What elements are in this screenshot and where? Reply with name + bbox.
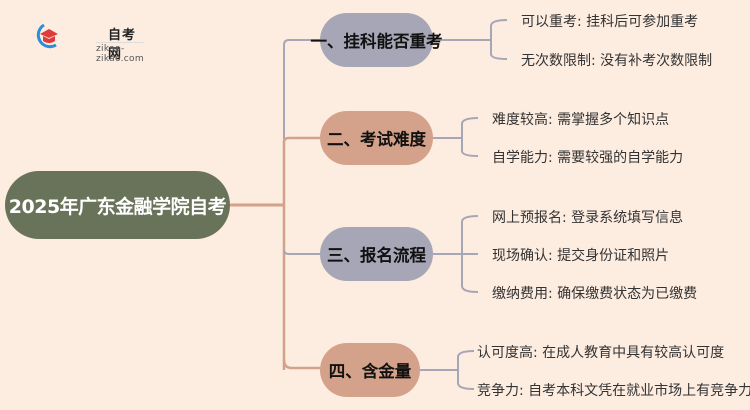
branch-node-registration[interactable]: 三、报名流程 <box>320 227 433 281</box>
leaf-node[interactable]: 难度较高: 需掌握多个知识点 <box>492 112 670 128</box>
trunk-to-branch-2 <box>282 136 320 370</box>
site-logo[interactable]: 自考网 zikao-zikao.com <box>30 20 144 64</box>
leaf-node[interactable]: 网上预报名: 登录系统填写信息 <box>492 210 684 226</box>
leaf-node[interactable]: 缴纳费用: 确保缴费状态为已缴费 <box>492 286 698 302</box>
leaf-node[interactable]: 自学能力: 需要较强的自学能力 <box>492 150 684 166</box>
leaf-node[interactable]: 无次数限制: 没有补考次数限制 <box>521 53 713 69</box>
trunk-to-branch-3 <box>283 249 320 255</box>
branch-node-value[interactable]: 四、含金量 <box>320 343 420 397</box>
logo-title: 自考网 <box>108 28 137 62</box>
leaf-node[interactable]: 认可度高: 在成人教育中具有较高认可度 <box>477 345 725 361</box>
leaf-node[interactable]: 竞争力: 自考本科文凭在就业市场上有竞争力 <box>477 383 750 399</box>
logo-subtitle: zikao-zikao.com <box>96 42 144 64</box>
branch-4-leaf-bracket <box>457 350 475 390</box>
branch-1-leaf-bracket <box>490 19 508 60</box>
trunk-to-branch-1 <box>283 39 320 140</box>
root-node[interactable]: 2025年广东金融学院自考 <box>5 171 230 239</box>
branch-node-retake[interactable]: 一、挂科能否重考 <box>311 13 443 67</box>
trunk-to-branch-4 <box>282 359 320 370</box>
branch-3-leaf-bracket <box>461 215 479 293</box>
graduation-cap-icon <box>36 23 58 49</box>
leaf-node[interactable]: 可以重考: 挂科后可参加重考 <box>521 14 699 30</box>
branch-2-leaf-bracket <box>461 117 479 157</box>
branch-node-difficulty[interactable]: 二、考试难度 <box>320 111 433 165</box>
leaf-node[interactable]: 现场确认: 提交身份证和照片 <box>492 248 670 264</box>
